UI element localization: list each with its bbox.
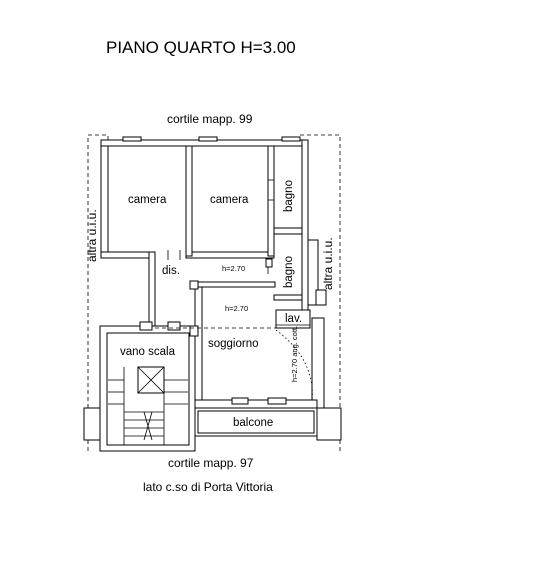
street-label: lato c.so di Porta Vittoria: [143, 480, 273, 494]
right-column: [275, 239, 327, 409]
room-camera-2: camera: [210, 194, 249, 206]
courtyard-bottom-label: cortile mapp. 97: [168, 456, 254, 470]
stair-block: [99, 321, 199, 452]
openings: [167, 179, 274, 290]
interior-walls: [185, 145, 303, 405]
room-soggiorno: soggiorno: [208, 338, 259, 350]
soggiorno-details: [155, 327, 313, 403]
right-other-unit-label: altra u.i.u.: [321, 237, 335, 290]
room-angolo-cottura: h=2.70 ang. cott.: [290, 326, 299, 382]
room-vano-scala: vano scala: [120, 346, 176, 358]
property-boundary: [87, 134, 341, 452]
left-other-unit-label: altra u.i.u.: [85, 209, 99, 262]
plan-title: PIANO QUARTO H=3.00: [106, 38, 296, 57]
room-camera-1: camera: [128, 194, 167, 206]
room-bagno-2: bagno: [283, 256, 295, 288]
room-lavanderia: lav.: [285, 313, 302, 325]
courtyard-top-label: cortile mapp. 99: [167, 112, 253, 126]
height-soggiorno: h=2.70: [225, 304, 248, 313]
room-balcone: balcone: [233, 417, 273, 429]
balcony: [83, 397, 342, 441]
room-disimpegno: dis.: [162, 265, 180, 277]
top-windows: [122, 136, 301, 142]
room-bagno-1: bagno: [283, 180, 295, 212]
height-disimpegno: h=2.70: [222, 264, 245, 273]
outer-walls: [100, 139, 309, 331]
